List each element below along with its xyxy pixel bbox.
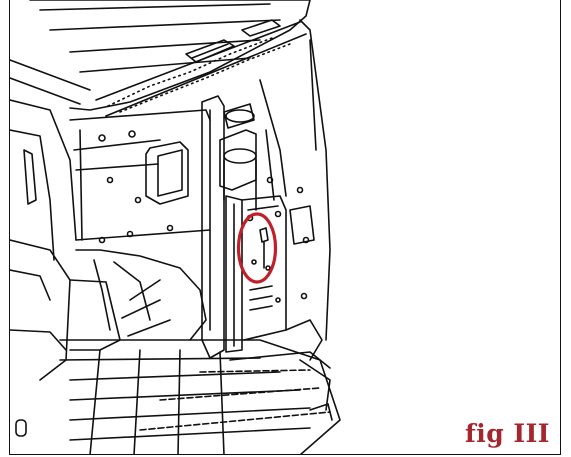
figure-frame: fig III bbox=[9, 0, 561, 455]
figure-label: fig III bbox=[464, 419, 550, 448]
interior-back-wall bbox=[69, 109, 211, 351]
cargo-floor bbox=[59, 339, 341, 454]
vehicle-cargo-area-line-drawing bbox=[10, 0, 341, 454]
left-side-wall bbox=[10, 99, 77, 437]
roof-panel bbox=[10, 0, 311, 117]
highlight-callout-circle bbox=[236, 212, 278, 284]
right-side-wall bbox=[259, 19, 331, 411]
